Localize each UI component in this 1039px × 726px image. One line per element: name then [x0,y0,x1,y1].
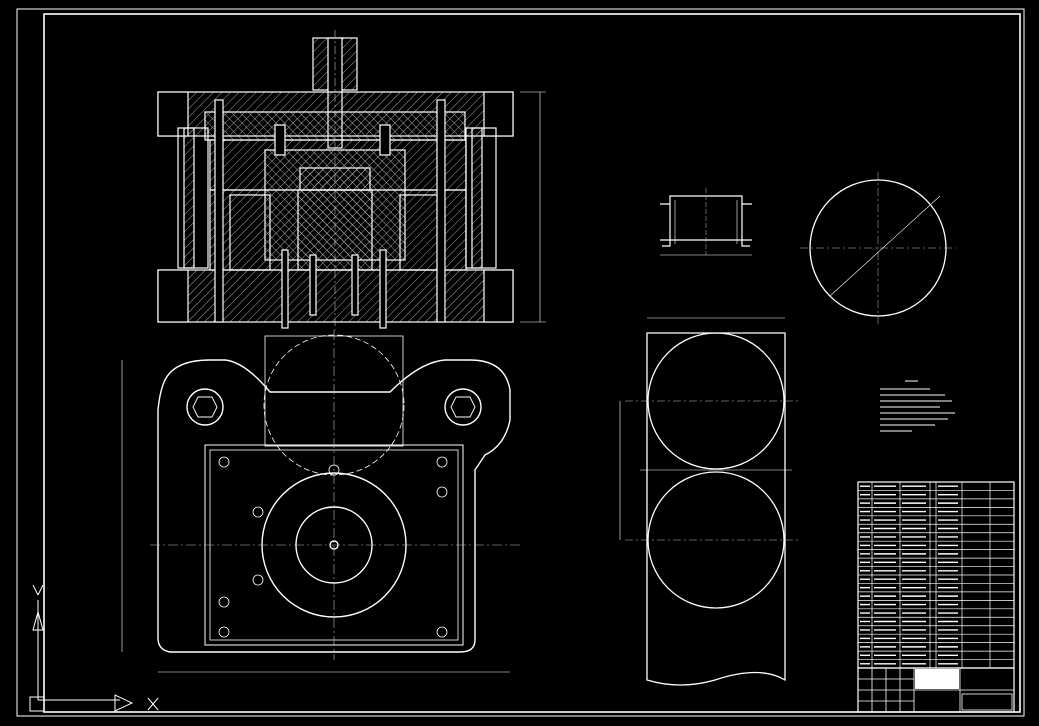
strip-layout-view[interactable] [619,317,800,686]
bill-of-materials-table[interactable] [857,481,1015,669]
technical-requirements-notes [880,380,955,432]
part-profile-view[interactable] [660,188,752,256]
section-elevation-view[interactable] [157,30,546,330]
blank-view[interactable] [800,172,956,324]
title-block[interactable] [857,667,1015,713]
ucs-axis-icon [29,584,159,712]
plan-view[interactable] [121,330,520,673]
drawing-frame [16,8,1025,717]
